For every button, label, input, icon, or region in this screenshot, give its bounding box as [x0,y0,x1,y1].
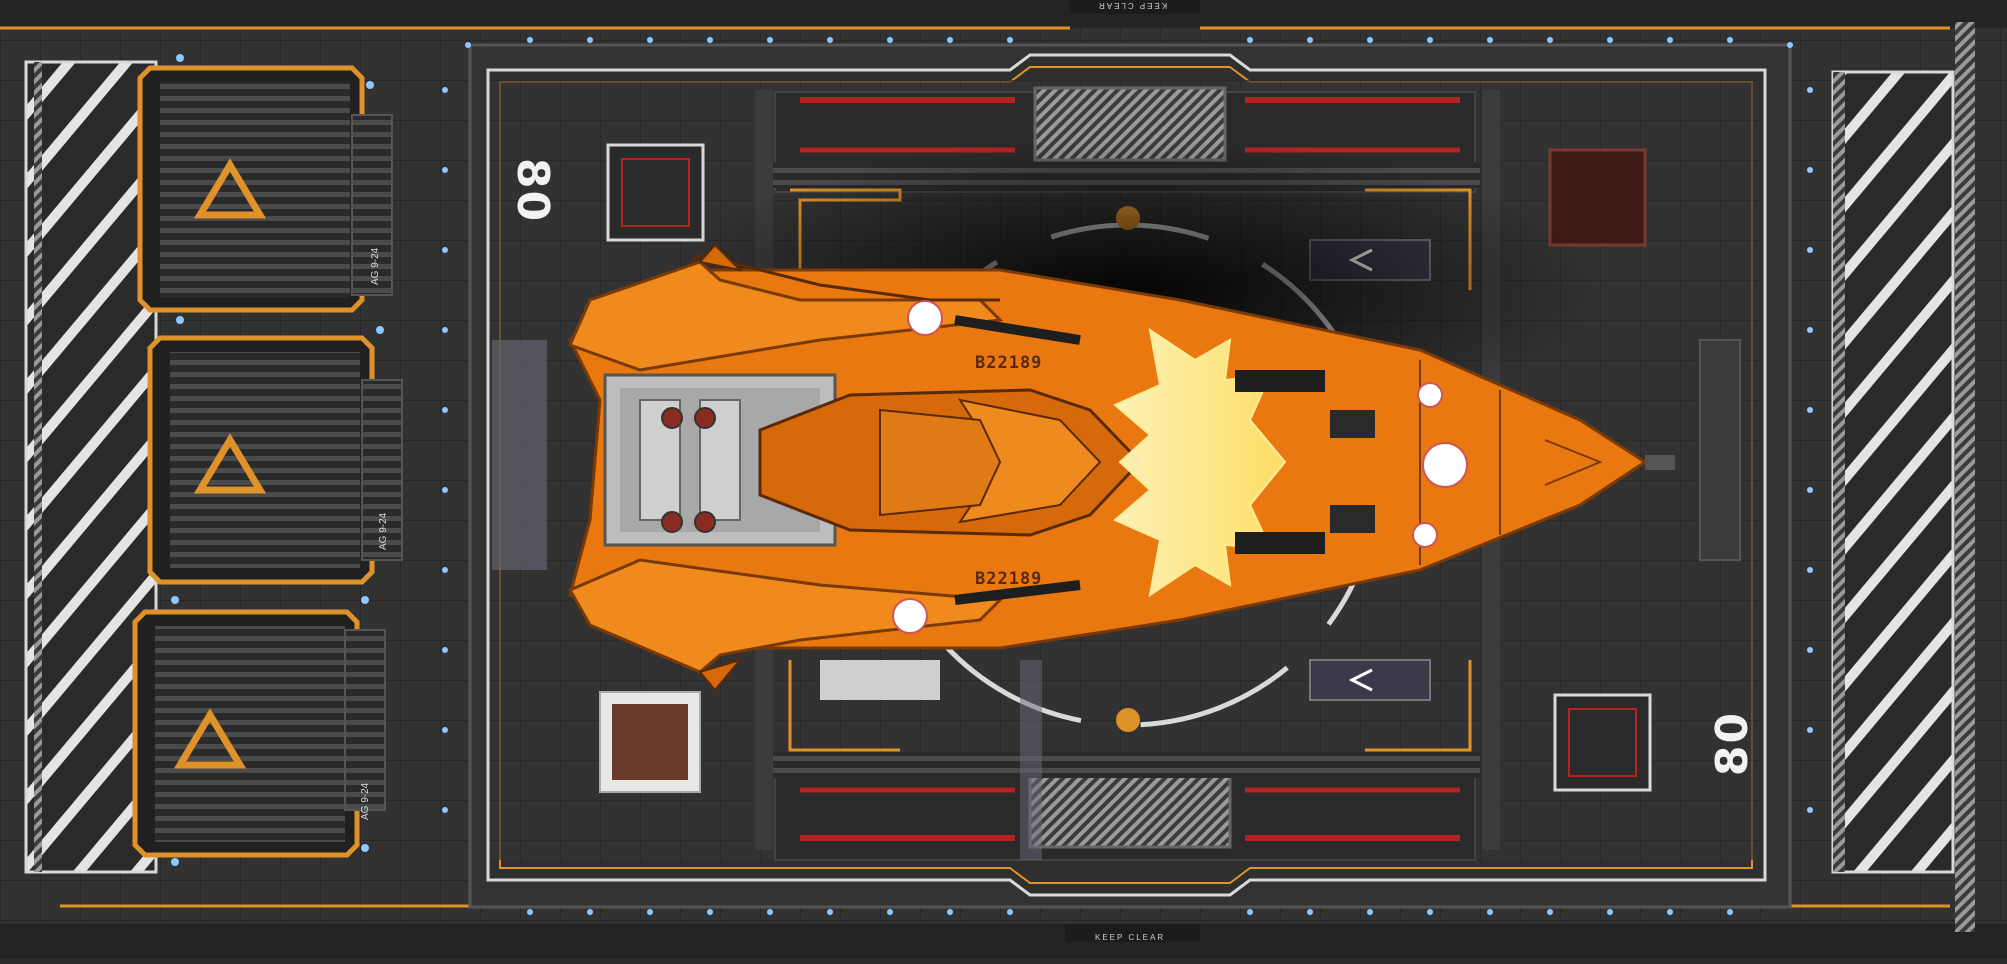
ship-hull-id-bottom: B22189 [975,569,1043,589]
service-bay-1 [137,65,393,313]
ship-insignia [907,300,943,336]
ship [567,243,1675,692]
perimeter-lights [171,37,1813,915]
ship-insignia [892,598,928,634]
ship-insignia [1422,442,1468,488]
ship-insignia [1417,382,1443,408]
right-hazard-zone [1833,72,1953,872]
keep-clear-label-top: KEEP CLEAR [1097,1,1168,10]
keep-clear-label-bottom: KEEP CLEAR [1095,933,1166,942]
ship-insignia [1412,522,1438,548]
pad-number-top: 80 [507,157,559,224]
bay-label-3: AG 9-24 [360,782,371,820]
service-bay-3 [132,609,386,858]
bay-label-1: AG 9-24 [370,247,381,285]
bay-label-2: AG 9-24 [378,512,389,550]
ship-wing-bottom [567,558,1004,674]
ship-wing-top [567,260,1004,372]
ship-hull-id-top: B22189 [975,353,1043,373]
pad-number-bottom: 80 [1707,710,1759,777]
service-bay-2 [147,335,403,585]
